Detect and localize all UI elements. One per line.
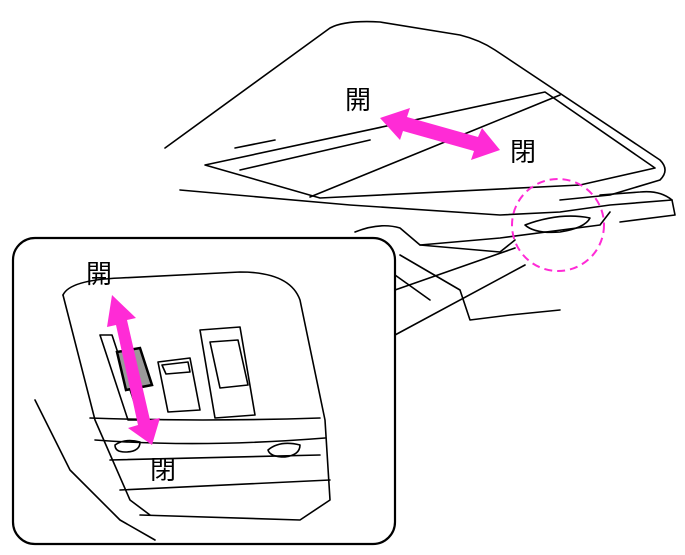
console-detail bbox=[419, 239, 516, 253]
glass-reflection-1 bbox=[234, 139, 276, 149]
roof-front-edge bbox=[599, 190, 676, 223]
tilt-switch bbox=[199, 326, 256, 419]
right-lamp bbox=[267, 442, 301, 458]
callout-line-bottom bbox=[394, 264, 526, 336]
roof-close-label: 閉 bbox=[510, 138, 537, 168]
console-outline bbox=[354, 211, 611, 246]
glass-divider bbox=[309, 94, 561, 198]
pillar-line-2 bbox=[394, 274, 431, 301]
roof-open-label: 開 bbox=[345, 86, 372, 116]
glass-reflection-2 bbox=[239, 139, 371, 171]
sunshade-switch bbox=[157, 357, 201, 413]
roof-slide-arrow bbox=[380, 108, 500, 160]
roof-outline bbox=[164, 20, 666, 201]
roof-lower-edge bbox=[179, 189, 673, 216]
inset-console bbox=[34, 271, 331, 541]
callout-circle bbox=[511, 178, 605, 272]
console-switch-small bbox=[524, 215, 591, 234]
switch-open-label: 開 bbox=[86, 260, 113, 290]
detail-inset-box bbox=[11, 236, 397, 546]
glass-panel bbox=[204, 91, 656, 199]
pillar-line bbox=[399, 254, 561, 321]
switch-slide-arrow bbox=[107, 295, 160, 445]
switch-close-label: 閉 bbox=[150, 456, 177, 486]
callout-line-top bbox=[394, 247, 516, 291]
left-lamp bbox=[114, 439, 141, 453]
